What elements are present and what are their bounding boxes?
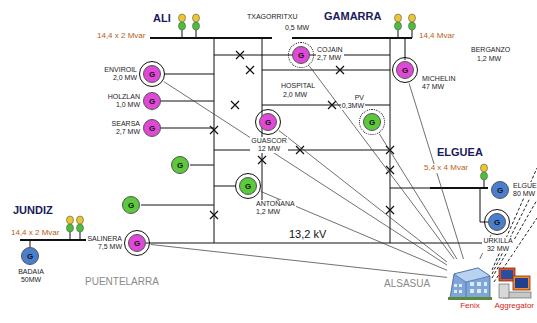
plant-name: GUASCOR (250, 137, 287, 145)
plant-power: 32 MW (482, 245, 513, 253)
plant-label: SEARSA2,7 MW (111, 120, 141, 136)
capacitor-rating: 5,4 x 4 Mvar (423, 164, 469, 173)
voltage-label: 13,2 kV (288, 228, 327, 240)
generator-circle: GCOJAIN2,7 MW (292, 46, 310, 64)
generator-symbol: G (364, 114, 380, 132)
plant-power: 1,0 MW (107, 101, 141, 109)
area-name: ALSASUA (383, 278, 431, 289)
generator-symbol: G (492, 182, 508, 200)
telemetry-link (279, 131, 447, 262)
plant-power: 80 MW (512, 190, 537, 198)
plant-name: SALINERA (86, 235, 123, 243)
generator-circle: GELGUE80 MW (491, 181, 509, 199)
plant-power: 2,7 MW (111, 128, 141, 136)
plant-name: BADAIA (17, 268, 45, 276)
plant-power: 47 MW (421, 83, 456, 91)
generator-circle: GMICHELIN47 MW (396, 61, 414, 79)
plant-name: ELGUE (512, 182, 537, 190)
plant-label: COJAIN2,7 MW (316, 46, 344, 62)
substation-name: ELGUEA (436, 146, 484, 158)
plant-power: 50MW (17, 276, 45, 284)
generator-circle: GPV0,3MW (363, 113, 381, 131)
generator-symbol: G (293, 47, 309, 65)
plant-label: ENVIROIL2,0 MW (103, 66, 138, 82)
generator-circle: G (122, 196, 140, 214)
plant-label: SALINERA7,5 MW (86, 235, 123, 251)
generator-symbol: G (172, 157, 188, 175)
generator-circle: GSALINERA7,5 MW (128, 234, 146, 252)
telemetry-link (151, 245, 447, 278)
plant-power: 7,5 MW (86, 243, 123, 251)
generator-circle: GGUASCOR12 MW (259, 113, 277, 131)
plant-label: HOLZLAN1,0 MW (107, 93, 141, 109)
capacitor-rating: 14,4 Mvar (418, 32, 456, 41)
plant-power: 2,0 MW (103, 74, 138, 82)
telemetry-link (164, 82, 447, 266)
generator-symbol: G (22, 248, 38, 266)
feeder-line (30, 38, 488, 247)
plant-label: ELGUE80 MW (512, 182, 537, 198)
computer-icon (497, 266, 533, 300)
generator-symbol: G (123, 197, 139, 215)
plant-name: ENVIROIL (103, 66, 138, 74)
plant-label: GUASCOR12 MW (250, 137, 287, 153)
plant-power: 1,2 MW (476, 55, 502, 63)
substation-name: ALI (152, 12, 172, 24)
plant-power: 0,5 MW (284, 24, 310, 32)
aggregator-name: Aggregator (494, 302, 534, 311)
plant-name: ANTOÑANA (255, 200, 296, 208)
busbar (20, 38, 488, 240)
plant-name: HOLZLAN (107, 93, 141, 101)
plant-name: SEARSA (111, 120, 141, 128)
generator-symbol: G (144, 93, 160, 111)
control-center-name: Fenix (460, 302, 480, 311)
capacitor-bank (67, 14, 488, 232)
plant-power: 2,7 MW (316, 54, 344, 62)
generator-circle: GURKILLA32 MW (488, 213, 506, 231)
plant-label: MICHELIN47 MW (421, 75, 456, 91)
generator-symbol: G (144, 66, 160, 84)
generator-circle: GANTOÑANA1,2 MW (239, 177, 257, 195)
telemetry-link (309, 66, 454, 259)
substation-name: JUNDIZ (12, 204, 54, 216)
generator-symbol: G (260, 114, 276, 132)
area-name: PUENTELARRA (84, 276, 160, 287)
generator-symbol: G (144, 120, 160, 138)
plant-power: 2,0 MW (282, 91, 308, 99)
plant-power: 12 MW (250, 145, 287, 153)
plant-name: TXAGORRITXU (246, 13, 299, 21)
substation-name: GAMARRA (323, 10, 382, 22)
generator-symbol: G (489, 214, 505, 232)
plant-label: ANTOÑANA1,2 MW (255, 200, 296, 216)
generator-circle: GBADAIA50MW (21, 247, 39, 265)
plant-power: 1,2 MW (255, 208, 296, 216)
generator-circle: GHOLZLAN1,0 MW (143, 92, 161, 110)
plant-label: URKILLA32 MW (482, 237, 513, 253)
aggregator-station: Aggregator (497, 266, 533, 300)
generator-symbol: G (129, 235, 145, 253)
generator-symbol: G (240, 178, 256, 196)
generator-symbol: G (397, 62, 413, 80)
plant-name: BERGANZO (470, 46, 511, 54)
capacitor-rating: 14,4 x 2 Mvar (10, 229, 60, 238)
generator-circle: GSEARSA2,7 MW (143, 119, 161, 137)
plant-label: BADAIA50MW (17, 268, 45, 284)
plant-label: PV0,3MW (341, 94, 365, 110)
plant-name: PV (341, 94, 365, 102)
generator-circle: G (171, 156, 189, 174)
generator-circle: GENVIROIL2,0 MW (143, 65, 161, 83)
plant-name: COJAIN (316, 46, 344, 54)
plant-name: HOSPITAL (280, 82, 316, 90)
capacitor-stem (70, 30, 484, 240)
control-center: Fenix (448, 260, 492, 300)
plant-power: 0,3MW (341, 102, 365, 110)
capacitor-rating: 14,4 x 2 Mvar (96, 32, 146, 41)
building-icon (448, 260, 492, 300)
plant-name: URKILLA (482, 237, 513, 245)
plant-name: MICHELIN (421, 75, 456, 83)
breaker-cross (210, 51, 394, 219)
